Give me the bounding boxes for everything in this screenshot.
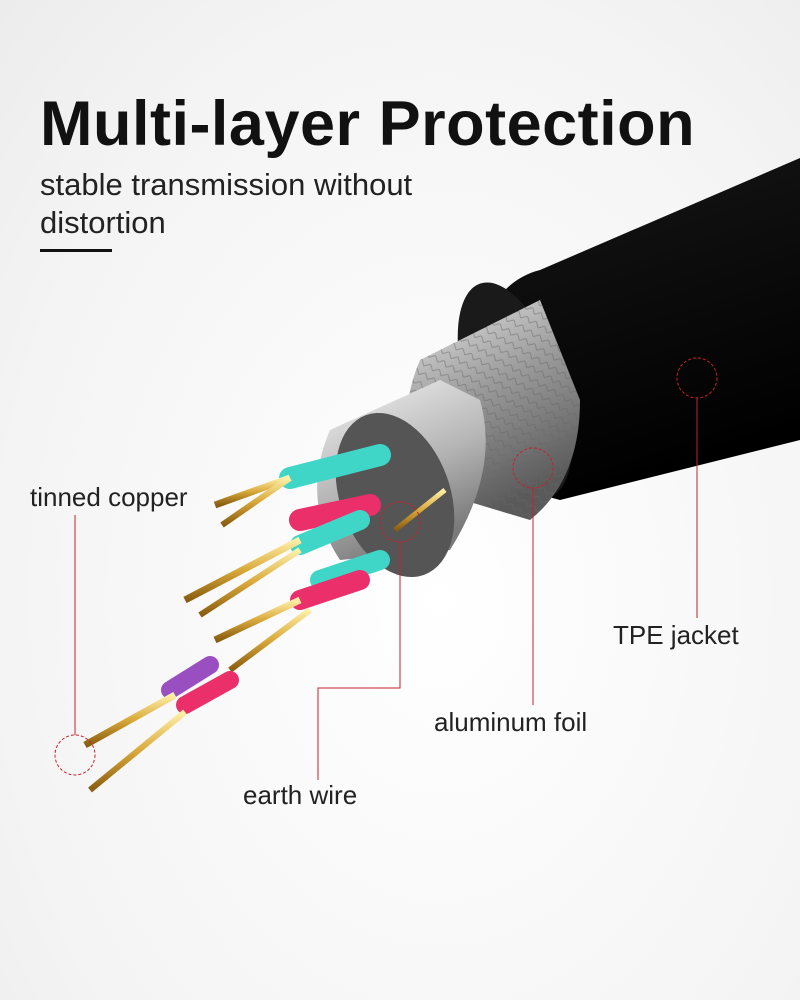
title-divider — [40, 249, 112, 252]
label-tpe-jacket: TPE jacket — [613, 620, 739, 650]
callout-lines — [54, 357, 718, 780]
page-subtitle: stable transmission without distortion — [40, 167, 413, 240]
page-title: Multi-layer Protection — [40, 89, 696, 159]
label-earth-wire: earth wire — [243, 780, 358, 810]
label-tinned-copper: tinned copper — [30, 482, 188, 512]
tinned-copper-marker — [54, 734, 96, 776]
inner-wires — [83, 444, 447, 793]
label-aluminum-foil: aluminum foil — [434, 707, 588, 737]
